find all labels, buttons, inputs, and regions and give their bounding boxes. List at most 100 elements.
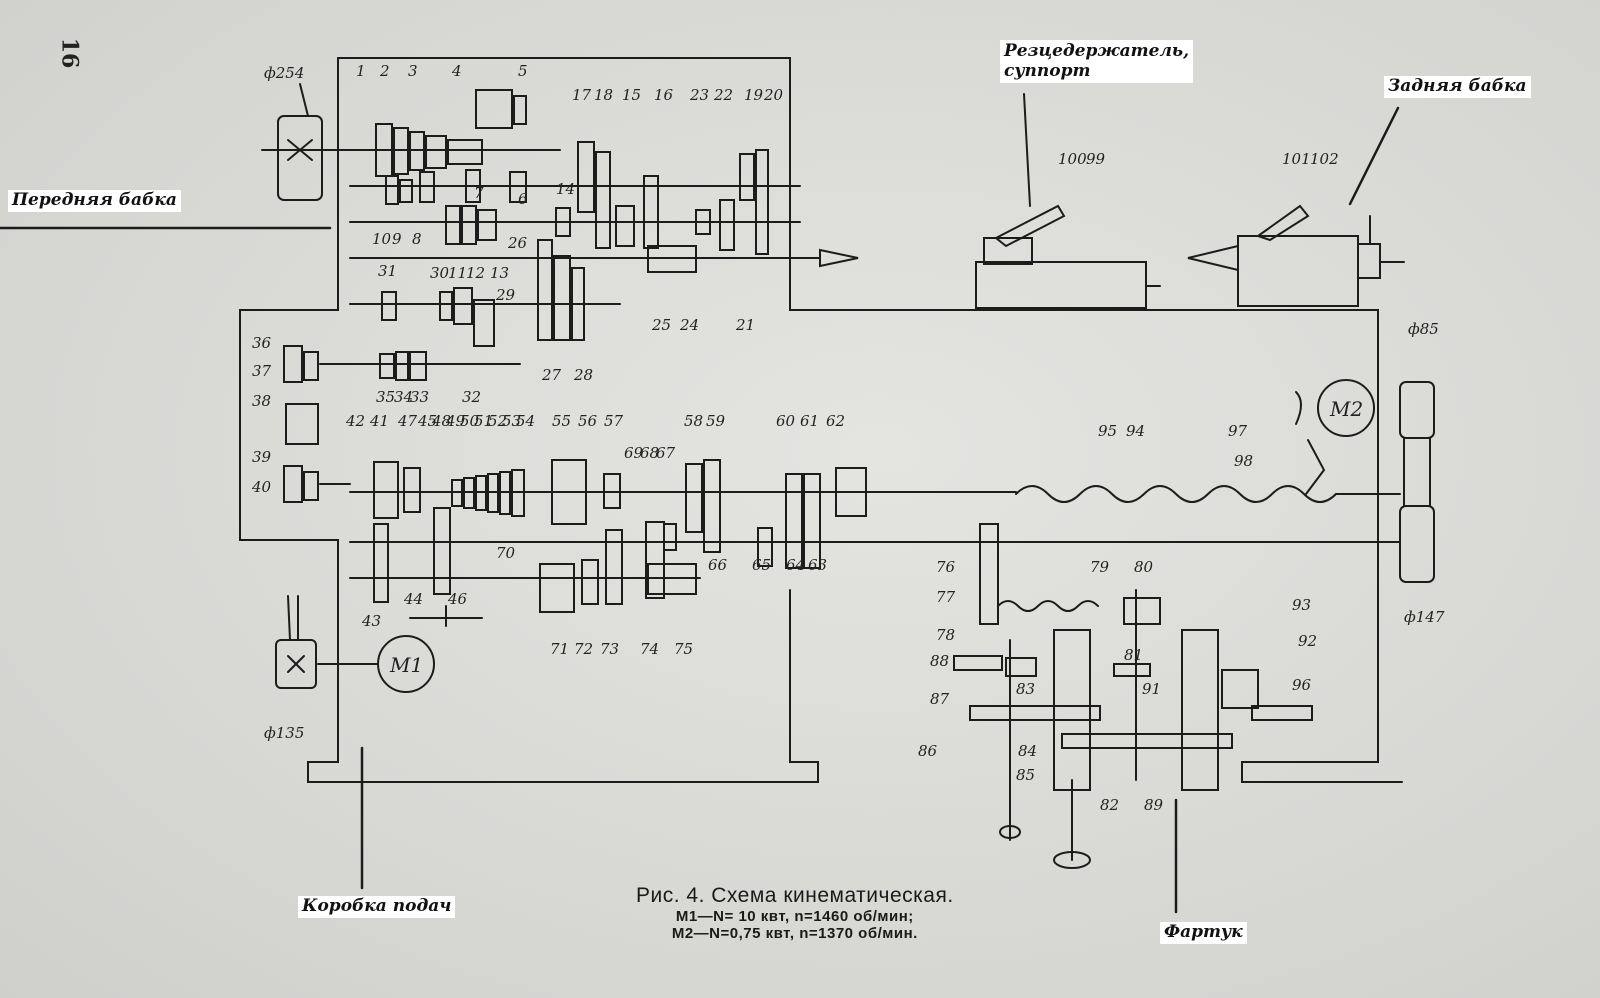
pulley-135-label: ф135	[264, 724, 304, 742]
gear-number-91: 91	[1142, 680, 1161, 698]
gear-number-55: 55	[552, 412, 571, 430]
gear-number-94: 94	[1126, 422, 1145, 440]
apron-mechanism	[953, 523, 1313, 869]
figure-caption: Рис. 4. Схема кинематическая. M1—N= 10 к…	[636, 884, 954, 942]
gear-number-43: 43	[361, 612, 381, 630]
pulley-254	[261, 83, 351, 201]
gear-number-73: 73	[600, 640, 619, 658]
gear-number-42: 42	[345, 412, 365, 430]
gear-number-89: 89	[1144, 796, 1164, 814]
gear-number-56: 56	[578, 412, 598, 430]
feed-box-label: Коробка подач	[298, 896, 456, 918]
tailstock-pointer	[1348, 106, 1400, 206]
gear-number-35: 35	[376, 388, 395, 406]
gear-number-98: 98	[1234, 452, 1253, 470]
gear-number-69: 69	[624, 444, 644, 462]
m1-drive	[275, 595, 435, 693]
gear-number-99: 99	[1086, 150, 1106, 168]
gear-number-17: 17	[572, 86, 592, 104]
gear-number-101: 101	[1282, 150, 1311, 168]
lead-screw	[1015, 485, 1337, 503]
belt-drive-85-147	[1399, 381, 1435, 583]
gear-number-100: 100	[1058, 150, 1087, 168]
gear-number-20: 20	[763, 86, 784, 104]
gear-number-74: 74	[640, 640, 659, 658]
tool-holder-pointer	[1023, 93, 1031, 207]
gear-number-22: 22	[713, 86, 733, 104]
gear-number-48: 48	[431, 412, 451, 430]
gear-number-29: 29	[495, 286, 516, 304]
feed-box-frame	[239, 57, 819, 783]
gear-number-38: 38	[252, 392, 271, 410]
gear-number-65: 65	[752, 556, 771, 574]
gear-number-70: 70	[496, 544, 516, 562]
gear-number-61: 61	[800, 412, 819, 430]
gear-number-34: 34	[394, 388, 413, 406]
gear-number-46: 46	[447, 590, 468, 608]
gear-number-50: 50	[460, 412, 480, 430]
gear-number-102: 102	[1310, 150, 1339, 168]
gear-number-80: 80	[1134, 558, 1154, 576]
apron-label: Фартук	[1160, 922, 1247, 944]
gear-number-66: 66	[708, 556, 728, 574]
gear-number-23: 23	[689, 86, 709, 104]
gear-number-21: 21	[735, 316, 755, 334]
gear-number-52: 52	[488, 412, 507, 430]
caption-line-m1: M1—N= 10 квт, n=1460 об/мин;	[675, 908, 914, 925]
pulley-254-label: ф254	[264, 64, 304, 82]
gear-number-96: 96	[1292, 676, 1312, 694]
m2-motor	[1317, 379, 1375, 437]
gear-number-64: 64	[786, 556, 805, 574]
gear-number-97: 97	[1228, 422, 1248, 440]
tool-holder-label: Резцедержатель, суппорт	[1000, 40, 1194, 83]
gear-number-78: 78	[936, 626, 955, 644]
gear-number-33: 33	[410, 388, 429, 406]
gear-number-85: 85	[1016, 766, 1035, 784]
gear-number-4: 4	[451, 62, 462, 80]
gear-number-13: 13	[490, 264, 509, 282]
tailstock	[1187, 204, 1405, 307]
gear-number-16: 16	[654, 86, 674, 104]
gear-number-49: 49	[445, 412, 466, 430]
tool-holder-label-line2: суппорт	[1004, 61, 1091, 82]
gear-number-31: 31	[378, 262, 397, 280]
gear-number-11: 11	[448, 264, 467, 282]
gear-number-19: 19	[744, 86, 764, 104]
gear-number-75: 75	[674, 640, 693, 658]
gear-number-72: 72	[574, 640, 593, 658]
gear-number-58: 58	[684, 412, 703, 430]
gear-number-81: 81	[1124, 646, 1143, 664]
gear-number-71: 71	[550, 640, 569, 658]
gear-number-3: 3	[408, 62, 418, 80]
gear-number-41: 41	[369, 412, 389, 430]
gear-number-25: 25	[651, 316, 671, 334]
gear-number-15: 15	[622, 86, 641, 104]
gear-number-6: 6	[518, 190, 528, 208]
gear-number-28: 28	[573, 366, 593, 384]
reverse-gears	[283, 345, 351, 503]
m1-label: M1	[389, 653, 423, 677]
gear-number-40: 40	[251, 478, 272, 496]
gear-number-7: 7	[474, 184, 484, 202]
gear-number-63: 63	[808, 556, 827, 574]
gear-number-26: 26	[507, 234, 528, 252]
gear-number-5: 5	[518, 62, 528, 80]
gear-number-9: 9	[392, 230, 402, 248]
tool-holder-label-line1: Резцедержатель,	[1004, 41, 1190, 61]
gear-number-82: 82	[1100, 796, 1119, 814]
page-number: 16	[56, 37, 83, 69]
spindle-center	[819, 248, 859, 268]
gear-number-87: 87	[930, 690, 950, 708]
gear-number-45: 45	[417, 412, 437, 430]
gear-number-10: 10	[372, 230, 392, 248]
gear-number-24: 24	[679, 316, 699, 334]
gear-number-79: 79	[1090, 558, 1110, 576]
gear-number-18: 18	[594, 86, 613, 104]
gear-number-32: 32	[462, 388, 481, 406]
gear-number-53: 53	[502, 412, 521, 430]
gear-number-36: 36	[252, 334, 272, 352]
gear-number-39: 39	[252, 448, 272, 466]
gear-number-77: 77	[936, 588, 956, 606]
headstock-gears	[375, 89, 769, 381]
